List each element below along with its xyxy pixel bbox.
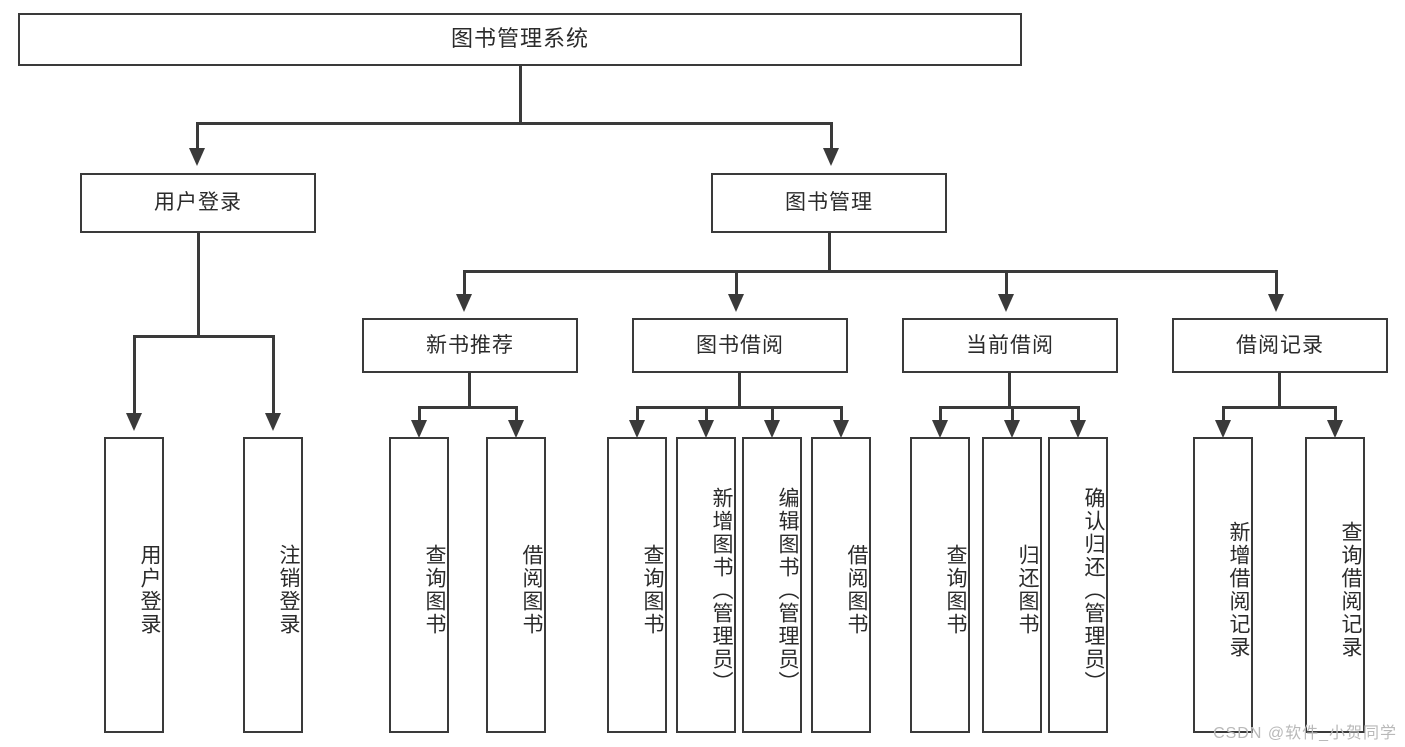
- arrow-user-login-leaf-2: [265, 413, 281, 431]
- arrow-user-login-leaf-1: [126, 413, 142, 431]
- connector-user-login-leaf-2: [272, 335, 275, 415]
- arrow-to-new-book-recommend: [456, 294, 472, 312]
- connector-root-to-book-management: [830, 122, 833, 150]
- arrow-br-leaf-2: [1327, 420, 1343, 438]
- connector-to-current-borrow: [1005, 270, 1008, 296]
- arrow-cb-leaf-2: [1004, 420, 1020, 438]
- node-label: 借阅图书: [520, 544, 543, 636]
- leaf-current-borrow-return-book[interactable]: 归还图书: [982, 437, 1042, 733]
- node-label: 图书管理: [785, 191, 873, 215]
- node-label: 新书推荐: [426, 333, 514, 357]
- leaf-user-login-logout[interactable]: 注销登录: [243, 437, 303, 733]
- node-book-borrow[interactable]: 图书借阅: [632, 318, 848, 373]
- connector-bb-leaf-4: [840, 406, 843, 428]
- arrow-bb-leaf-4: [833, 420, 849, 438]
- connector-book-borrow-bus: [636, 406, 842, 409]
- node-root-book-management-system[interactable]: 图书管理系统: [18, 13, 1022, 66]
- connector-current-borrow-bus: [939, 406, 1079, 409]
- leaf-book-borrow-edit-book-admin[interactable]: 编辑图书（管理员）: [742, 437, 802, 733]
- connector-user-login-stem: [197, 233, 200, 335]
- connector-new-book-recommend-bus: [418, 406, 518, 409]
- arrow-to-book-management: [823, 148, 839, 166]
- connector-cb-leaf-3: [1077, 406, 1080, 428]
- arrow-bb-leaf-1: [629, 420, 645, 438]
- leaf-current-borrow-query-book[interactable]: 查询图书: [910, 437, 970, 733]
- node-label: 查询图书: [641, 544, 664, 636]
- arrow-br-leaf-1: [1215, 420, 1231, 438]
- node-label: 查询图书: [944, 544, 967, 636]
- connector-nbr-leaf-2: [515, 406, 518, 428]
- leaf-new-book-recommend-query-book[interactable]: 查询图书: [389, 437, 449, 733]
- node-label: 新增图书（管理员）: [710, 486, 733, 694]
- node-book-management[interactable]: 图书管理: [711, 173, 947, 233]
- connector-br-leaf-2: [1334, 406, 1337, 428]
- leaf-borrow-record-query-record[interactable]: 查询借阅记录: [1305, 437, 1365, 733]
- connector-bb-leaf-2: [705, 406, 708, 428]
- leaf-current-borrow-confirm-return-admin[interactable]: 确认归还（管理员）: [1048, 437, 1108, 733]
- node-label: 归还图书: [1016, 544, 1039, 636]
- connector-cb-leaf-1: [939, 406, 942, 428]
- leaf-borrow-record-add-record[interactable]: 新增借阅记录: [1193, 437, 1253, 733]
- node-label: 借阅记录: [1236, 333, 1324, 357]
- arrow-bb-leaf-3: [764, 420, 780, 438]
- arrow-cb-leaf-3: [1070, 420, 1086, 438]
- connector-to-new-book-recommend: [463, 270, 466, 296]
- node-label: 确认归还（管理员）: [1082, 486, 1105, 694]
- connector-to-book-borrow: [735, 270, 738, 296]
- connector-new-book-recommend-stem: [468, 373, 471, 406]
- arrow-to-user-login: [189, 148, 205, 166]
- connector-user-login-leaf-1: [133, 335, 136, 415]
- connector-book-management-bus: [463, 270, 1278, 273]
- connector-root-bus: [196, 122, 833, 125]
- connector-user-login-bus: [133, 335, 275, 338]
- node-current-borrow[interactable]: 当前借阅: [902, 318, 1118, 373]
- connector-bb-leaf-1: [636, 406, 639, 428]
- leaf-new-book-recommend-borrow-book[interactable]: 借阅图书: [486, 437, 546, 733]
- node-user-login[interactable]: 用户登录: [80, 173, 316, 233]
- connector-cb-leaf-2: [1011, 406, 1014, 428]
- arrow-to-book-borrow: [728, 294, 744, 312]
- leaf-book-borrow-query-book[interactable]: 查询图书: [607, 437, 667, 733]
- arrow-cb-leaf-1: [932, 420, 948, 438]
- node-label: 用户登录: [138, 544, 161, 636]
- connector-root-stem: [519, 66, 522, 122]
- connector-borrow-record-bus: [1222, 406, 1336, 409]
- leaf-book-borrow-add-book-admin[interactable]: 新增图书（管理员）: [676, 437, 736, 733]
- node-label: 图书借阅: [696, 333, 784, 357]
- arrow-nbr-leaf-2: [508, 420, 524, 438]
- connector-br-leaf-1: [1222, 406, 1225, 428]
- node-label: 查询图书: [423, 544, 446, 636]
- node-label: 借阅图书: [845, 544, 868, 636]
- node-new-book-recommend[interactable]: 新书推荐: [362, 318, 578, 373]
- node-borrow-record[interactable]: 借阅记录: [1172, 318, 1388, 373]
- leaf-user-login-login[interactable]: 用户登录: [104, 437, 164, 733]
- node-label: 注销登录: [277, 544, 300, 636]
- arrow-to-current-borrow: [998, 294, 1014, 312]
- arrow-to-borrow-record: [1268, 294, 1284, 312]
- connector-bb-leaf-3: [771, 406, 774, 428]
- node-label: 新增借阅记录: [1227, 521, 1250, 659]
- connector-root-to-user-login: [196, 122, 199, 150]
- connector-nbr-leaf-1: [418, 406, 421, 428]
- connector-borrow-record-stem: [1278, 373, 1281, 406]
- connector-book-management-stem: [828, 233, 831, 270]
- node-label: 当前借阅: [966, 333, 1054, 357]
- leaf-book-borrow-borrow-book[interactable]: 借阅图书: [811, 437, 871, 733]
- connector-current-borrow-stem: [1008, 373, 1011, 406]
- node-label: 用户登录: [154, 191, 242, 215]
- node-label: 查询借阅记录: [1339, 521, 1362, 659]
- connector-book-borrow-stem: [738, 373, 741, 406]
- arrow-nbr-leaf-1: [411, 420, 427, 438]
- connector-to-borrow-record: [1275, 270, 1278, 296]
- node-label: 编辑图书（管理员）: [776, 486, 799, 694]
- node-label: 图书管理系统: [450, 26, 589, 52]
- arrow-bb-leaf-2: [698, 420, 714, 438]
